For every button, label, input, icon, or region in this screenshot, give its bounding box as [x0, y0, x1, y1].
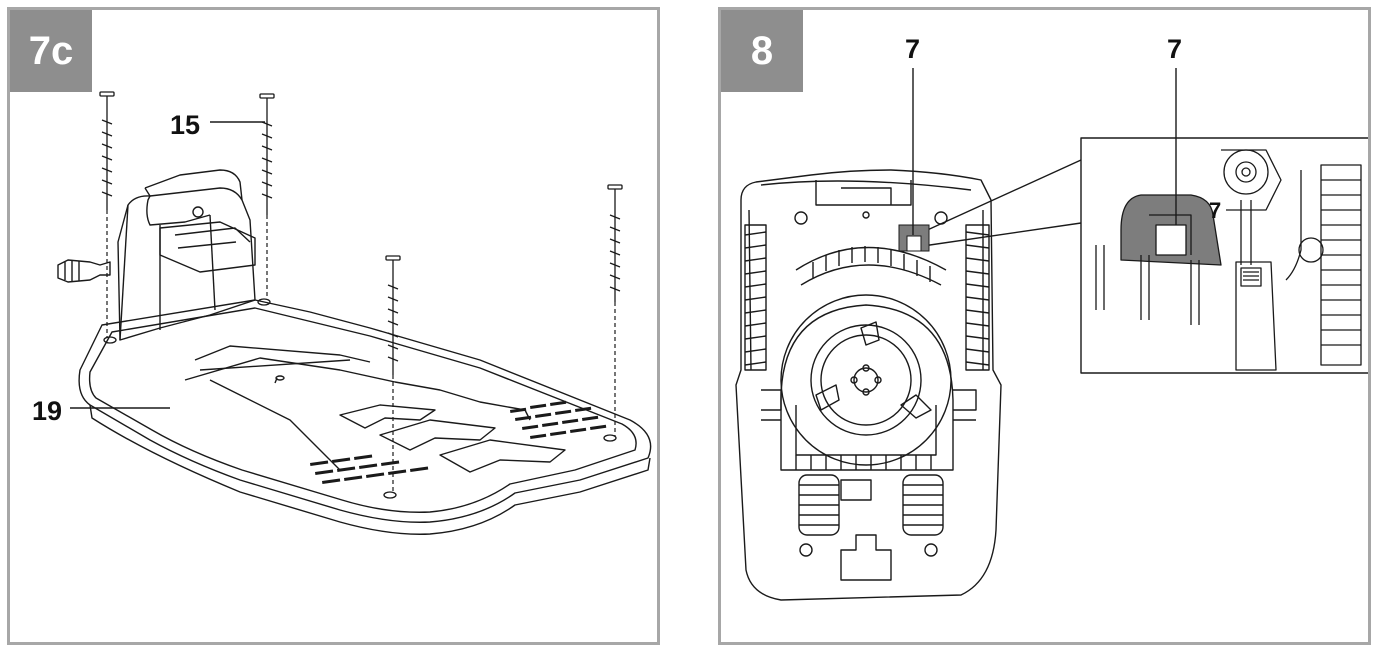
base-plate-rim [88, 307, 637, 513]
guide-arrow [439, 439, 566, 473]
callout-base: 19 [32, 396, 63, 426]
peg [99, 91, 115, 210]
callout-contact-main: 7 [905, 34, 921, 64]
tread-marks [744, 231, 990, 366]
contact-plate [159, 221, 256, 273]
charging-station-illustration [57, 91, 652, 535]
connector [57, 259, 111, 283]
peg [259, 93, 275, 215]
leader-lines [70, 121, 265, 409]
guide-arrow [339, 404, 436, 429]
blade-disc [780, 294, 952, 466]
callout-contact-detail: 7 [1167, 34, 1183, 64]
peg-guide-lines [106, 210, 616, 492]
leader-lines [912, 68, 1177, 235]
pegs [99, 91, 623, 375]
step-7c-panel: 7c [7, 7, 660, 645]
callout-peg: 15 [170, 110, 201, 140]
step-8-panel: 8 [718, 7, 1371, 645]
step-badge: 7c [10, 10, 92, 92]
callout-contact-inset: 7 [1209, 198, 1222, 223]
mower-body [735, 169, 1002, 601]
peg [385, 255, 401, 375]
vent-slots [310, 400, 607, 484]
step-badge: 8 [721, 10, 803, 92]
mower-underside-illustration [735, 68, 1368, 601]
blade-guard [780, 304, 954, 471]
charging-tower [117, 187, 256, 341]
guide-arrow [379, 419, 496, 451]
peg [607, 184, 623, 302]
